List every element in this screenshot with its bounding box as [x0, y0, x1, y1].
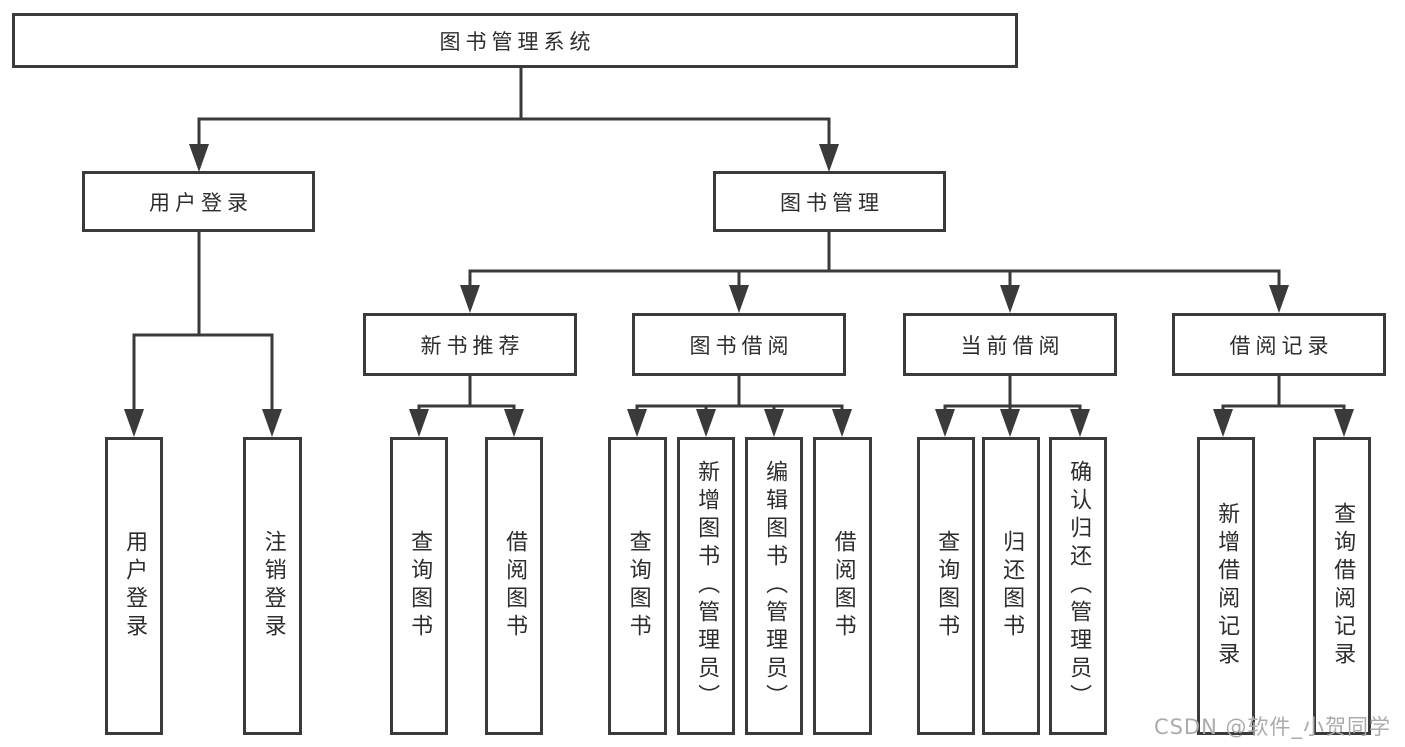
leaf-label: 确认归还（管理员）	[1066, 460, 1092, 712]
node-library-system: 图书管理系统	[12, 13, 1018, 68]
node-current-borrow: 当前借阅	[903, 313, 1117, 376]
leaf-add-borrow-record: 新增借阅记录	[1197, 437, 1255, 735]
leaf-label: 新增图书（管理员）	[694, 460, 720, 712]
leaf-label: 借阅图书	[830, 530, 856, 642]
node-user-login: 用户登录	[82, 171, 315, 232]
leaf-user-login: 用户登录	[105, 437, 163, 735]
leaf-query-books-current: 查询图书	[917, 437, 975, 735]
node-book-management: 图书管理	[713, 171, 946, 232]
node-new-book-recommend: 新书推荐	[363, 313, 577, 376]
leaf-return-books: 归还图书	[982, 437, 1040, 735]
leaf-add-books-admin: 新增图书（管理员）	[677, 437, 735, 735]
leaf-edit-books-admin: 编辑图书（管理员）	[745, 437, 803, 735]
leaf-label: 新增借阅记录	[1214, 502, 1240, 670]
leaf-logout: 注销登录	[243, 437, 302, 735]
leaf-query-books-rec: 查询图书	[390, 437, 448, 735]
leaf-label: 查询图书	[934, 530, 960, 642]
node-book-borrow: 图书借阅	[632, 313, 846, 376]
csdn-watermark: CSDN @软件_小贺同学	[1153, 715, 1391, 739]
leaf-borrow-books: 借阅图书	[813, 437, 872, 735]
leaf-label: 注销登录	[260, 530, 286, 642]
leaf-label: 查询图书	[407, 530, 433, 642]
leaf-query-books-borrow: 查询图书	[608, 437, 667, 735]
leaf-label: 归还图书	[999, 530, 1025, 642]
leaf-confirm-return-admin: 确认归还（管理员）	[1049, 437, 1107, 735]
leaf-label: 查询借阅记录	[1330, 502, 1356, 670]
leaf-label: 编辑图书（管理员）	[762, 460, 788, 712]
leaf-label: 借阅图书	[502, 530, 528, 642]
leaf-label: 用户登录	[122, 530, 148, 642]
arrow-heads	[124, 144, 1354, 437]
leaf-borrow-books-rec: 借阅图书	[485, 437, 543, 735]
leaf-query-borrow-record: 查询借阅记录	[1313, 437, 1371, 735]
node-borrow-records: 借阅记录	[1172, 313, 1386, 376]
leaf-label: 查询图书	[625, 530, 651, 642]
